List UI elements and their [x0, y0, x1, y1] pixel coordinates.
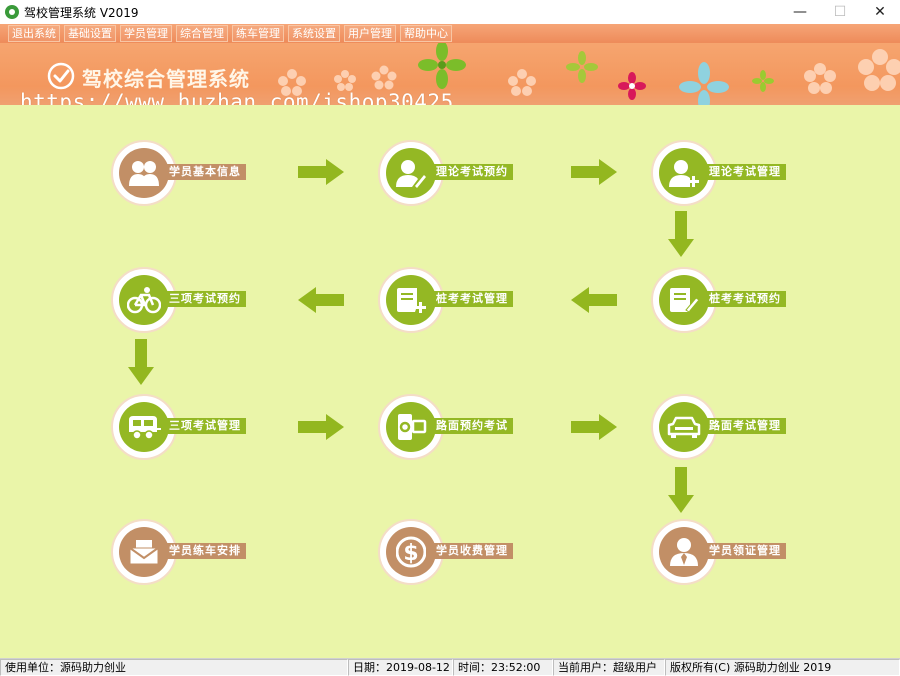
arrow-right-icon [571, 414, 617, 440]
check-circle-icon [47, 62, 75, 90]
node-label: 学员收费管理 [430, 543, 513, 559]
person-badge-icon [670, 538, 698, 566]
menu-user-management[interactable]: 用户管理 [344, 25, 396, 42]
node-label: 三项考试预约 [163, 291, 246, 307]
svg-text:$: $ [403, 541, 418, 566]
window-title: 驾校管理系统 V2019 [24, 5, 139, 20]
menu-help-center[interactable]: 帮助中心 [400, 25, 452, 42]
workflow-canvas: 学员基本信息 理论考试预约 理论考试管理 三项考试预约 [0, 105, 900, 658]
node-practice-schedule[interactable]: 学员练车安排 [111, 519, 271, 585]
node-road-exam-booking[interactable]: 路面预约考试 [378, 394, 538, 460]
document-edit-icon [670, 288, 700, 313]
node-road-exam-management[interactable]: 路面考试管理 [651, 394, 811, 460]
status-time: 时间：23:52:00 [453, 659, 553, 676]
arrow-left-icon [298, 287, 344, 313]
node-license-management[interactable]: 学员领证管理 [651, 519, 811, 585]
document-add-icon [397, 288, 426, 313]
title-bar: 驾校管理系统 V2019 — ☐ ✕ [0, 0, 900, 24]
menu-system-settings[interactable]: 系统设置 [288, 25, 340, 42]
node-label: 理论考试预约 [430, 164, 513, 180]
menu-bar: 退出系统 基础设置 学员管理 综合管理 练车管理 系统设置 用户管理 帮助中心 [0, 24, 900, 43]
people-icon [129, 161, 159, 186]
banner-flowers-decoration [278, 43, 900, 105]
node-theory-exam-management[interactable]: 理论考试管理 [651, 140, 811, 206]
menu-student-management[interactable]: 学员管理 [120, 25, 172, 42]
node-label: 理论考试管理 [703, 164, 786, 180]
node-three-item-exam-management[interactable]: 三项考试管理 [111, 394, 271, 460]
node-label: 桩考考试管理 [430, 291, 513, 307]
status-current-user: 当前用户：超级用户 [553, 659, 665, 676]
arrow-down-icon [668, 467, 694, 513]
menu-practice-management[interactable]: 练车管理 [232, 25, 284, 42]
node-label: 桩考考试预约 [703, 291, 786, 307]
node-label: 路面预约考试 [430, 418, 513, 434]
bicycle-icon [127, 287, 161, 314]
status-bar: 使用单位：源码助力创业 日期：2019-08-12 时间：23:52:00 当前… [0, 658, 900, 676]
close-button[interactable]: ✕ [874, 4, 886, 20]
status-unit: 使用单位：源码助力创业 [0, 659, 348, 676]
car-icon [667, 416, 701, 438]
menu-basic-settings[interactable]: 基础设置 [64, 25, 116, 42]
node-theory-exam-booking[interactable]: 理论考试预约 [378, 140, 538, 206]
trailer-icon [129, 416, 161, 440]
maximize-button[interactable]: ☐ [833, 4, 847, 20]
mail-icon [129, 540, 159, 565]
status-copyright: 版权所有(C) 源码助力创业 2019 [665, 659, 900, 676]
node-student-info[interactable]: 学员基本信息 [111, 140, 271, 206]
node-three-item-exam-booking[interactable]: 三项考试预约 [111, 267, 271, 333]
arrow-right-icon [298, 159, 344, 185]
node-pile-exam-booking[interactable]: 桩考考试预约 [651, 267, 811, 333]
node-label: 学员基本信息 [163, 164, 246, 180]
arrow-left-icon [571, 287, 617, 313]
node-fee-management[interactable]: $ 学员收费管理 [378, 519, 538, 585]
arrow-right-icon [298, 414, 344, 440]
arrow-down-icon [668, 211, 694, 257]
banner: 驾校综合管理系统 https://www.huzhan.com/ishop304… [0, 43, 900, 105]
arrow-down-icon [128, 339, 154, 385]
camera-icon [398, 414, 427, 440]
minimize-button[interactable]: — [793, 4, 807, 20]
menu-exit-system[interactable]: 退出系统 [8, 25, 60, 42]
menu-general-management[interactable]: 综合管理 [176, 25, 228, 42]
app-banner-title: 驾校综合管理系统 [82, 67, 250, 91]
window-controls: — ☐ ✕ [780, 0, 900, 24]
status-date: 日期：2019-08-12 [348, 659, 453, 676]
node-pile-exam-management[interactable]: 桩考考试管理 [378, 267, 538, 333]
node-label: 三项考试管理 [163, 418, 246, 434]
dollar-icon: $ [396, 536, 426, 568]
node-label: 学员领证管理 [703, 543, 786, 559]
node-label: 路面考试管理 [703, 418, 786, 434]
user-add-icon [669, 160, 699, 187]
watermark-text: https://www.huzhan.com/ishop30425 [20, 90, 454, 105]
app-icon [5, 5, 19, 19]
arrow-right-icon [571, 159, 617, 185]
user-edit-icon [396, 160, 426, 188]
node-label: 学员练车安排 [163, 543, 246, 559]
